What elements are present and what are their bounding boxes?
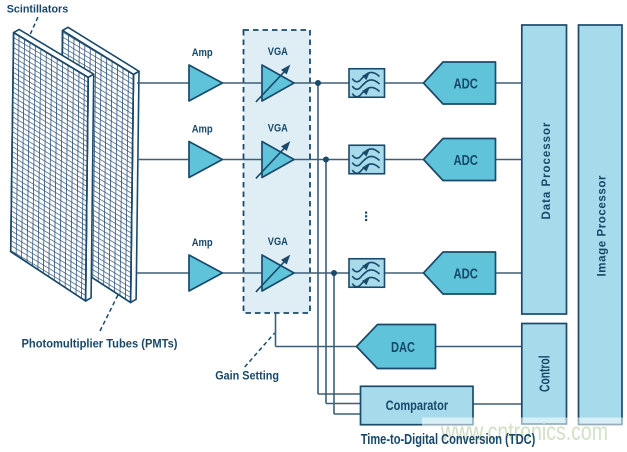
svg-text:Photomultiplier Tubes (PMTs): Photomultiplier Tubes (PMTs) bbox=[22, 337, 178, 351]
svg-text:DAC: DAC bbox=[391, 340, 415, 356]
svg-text:Image Processor: Image Processor bbox=[597, 175, 609, 277]
svg-text:Time-to-Digital Conversion (TD: Time-to-Digital Conversion (TDC) bbox=[361, 431, 536, 448]
svg-text:Data Processor: Data Processor bbox=[541, 122, 553, 220]
svg-text:www.cntronics.com: www.cntronics.com bbox=[440, 418, 608, 446]
svg-text:Comparator: Comparator bbox=[386, 397, 449, 413]
svg-text:Gain Setting: Gain Setting bbox=[215, 371, 279, 383]
svg-text:Control: Control bbox=[537, 355, 554, 392]
svg-text:Scintillators: Scintillators bbox=[7, 3, 68, 15]
